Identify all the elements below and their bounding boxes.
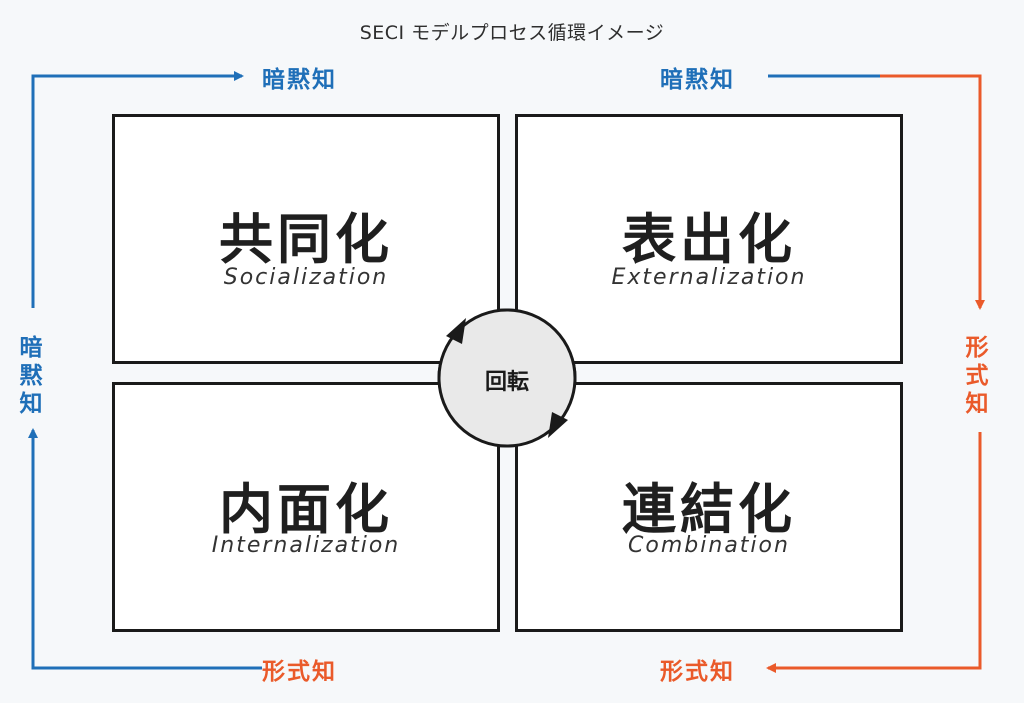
tacit-knowledge-label-left: 暗黙知	[19, 335, 43, 417]
tacit-knowledge-label-top-left: 暗黙知	[262, 67, 337, 93]
quadrant-title: 表出化	[622, 208, 796, 271]
quadrant-socialization: 共同化 Socialization	[112, 114, 500, 364]
quadrant-title: 連結化	[622, 478, 796, 541]
rotation-label: 回転	[484, 370, 529, 395]
tacit-knowledge-label-top-right: 暗黙知	[660, 67, 735, 93]
diagram-title: SECI モデルプロセス循環イメージ	[359, 22, 665, 44]
rotation-arrow-bottom-overlay	[548, 412, 568, 438]
explicit-knowledge-label-bottom-right: 形式知	[660, 659, 735, 685]
quadrant-internalization: 内面化 Internalization	[112, 382, 500, 632]
quadrant-subtitle: Socialization	[223, 265, 389, 290]
rotation-arrow-top-overlay	[446, 318, 466, 344]
left-lower-arrow	[28, 428, 262, 670]
explicit-knowledge-label-right: 形式知	[965, 335, 989, 417]
right-lower-arrow	[766, 432, 982, 673]
quadrant-subtitle: Externalization	[611, 265, 807, 290]
quadrant-title: 内面化	[219, 478, 393, 541]
quadrant-subtitle: Internalization	[211, 533, 401, 558]
quadrant-externalization: 表出化 Externalization	[515, 114, 903, 364]
quadrant-subtitle: Combination	[628, 533, 790, 558]
explicit-knowledge-label-bottom-left: 形式知	[262, 659, 337, 685]
rotation-circle-overlay	[437, 308, 577, 448]
quadrant-title: 共同化	[219, 208, 393, 271]
left-upper-arrow	[31, 71, 244, 308]
quadrant-combination: 連結化 Combination	[515, 382, 903, 632]
